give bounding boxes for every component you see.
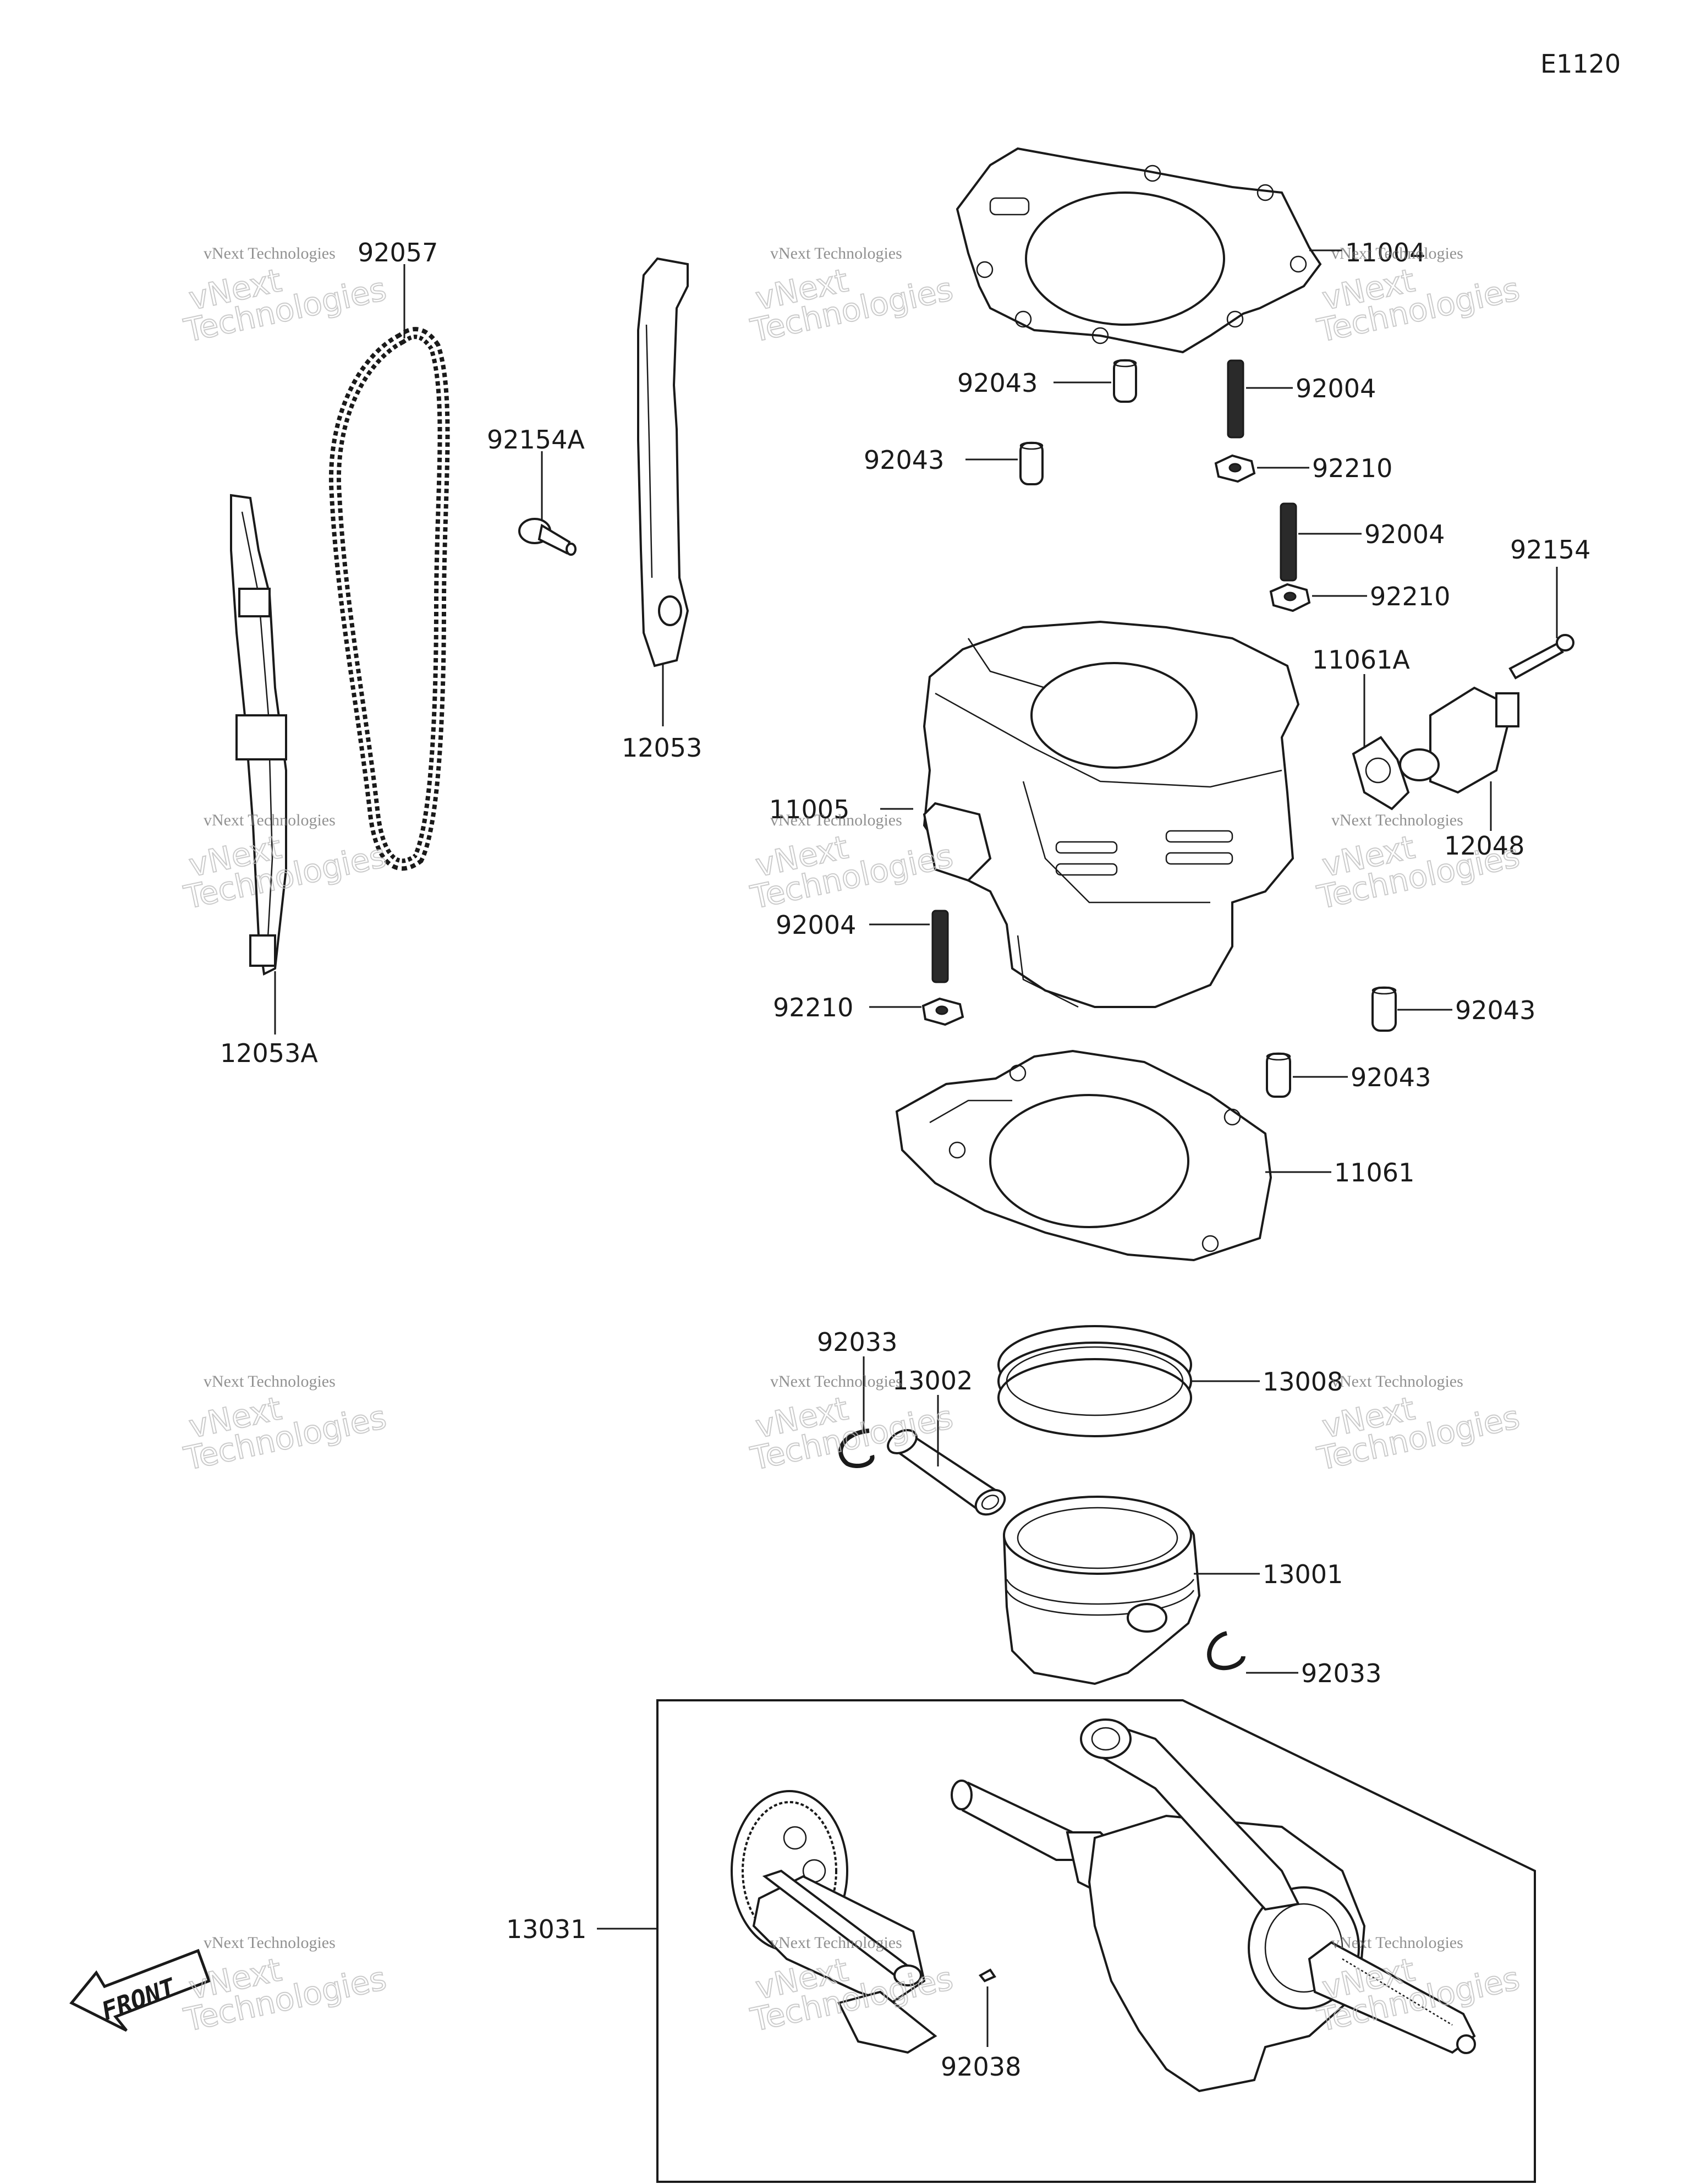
chain-guide-left-drawing <box>230 494 287 976</box>
balancer-shaft-drawing <box>731 1790 937 2054</box>
watermark-text: vNext Technologies <box>204 1934 336 1952</box>
cylinder-block-drawing <box>923 620 1300 1008</box>
base-gasket-drawing <box>895 1049 1272 1262</box>
part-label-13008[interactable]: 13008 <box>1263 1367 1343 1397</box>
part-label-92210-c[interactable]: 92210 <box>773 993 853 1022</box>
part-label-13002[interactable]: 13002 <box>892 1366 973 1395</box>
nut-top-1-drawing <box>1214 454 1256 483</box>
part-label-92004-b[interactable]: 92004 <box>1364 519 1445 549</box>
piston-rings-drawing <box>997 1325 1192 1437</box>
head-gasket-drawing <box>956 147 1322 354</box>
watermark-text: vNext Technologies <box>1331 811 1463 829</box>
crankshaft-drawing <box>951 1718 1476 2093</box>
part-label-92033-a[interactable]: 92033 <box>817 1327 897 1357</box>
watermark-text: vNext Technologies <box>204 811 336 829</box>
chain-guide-12053-drawing <box>637 257 689 667</box>
tensioner-gasket-drawing <box>1352 736 1410 811</box>
tensioner-bolt-drawing <box>1508 634 1574 680</box>
dowel-bottom-2-drawing <box>1266 1052 1291 1098</box>
part-label-92043-b[interactable]: 92043 <box>864 445 944 475</box>
nut-top-2-drawing <box>1269 583 1311 612</box>
watermark-text: vNext Technologies <box>1331 244 1463 262</box>
watermark-text: vNext Technologies <box>204 1372 336 1391</box>
nut-bottom-drawing <box>921 997 964 1026</box>
watermark-text: vNext Technologies <box>1331 1934 1463 1952</box>
part-label-12048[interactable]: 12048 <box>1444 831 1524 861</box>
part-label-13001[interactable]: 13001 <box>1263 1559 1343 1589</box>
part-label-12053a[interactable]: 12053A <box>220 1038 318 1068</box>
part-label-13031[interactable]: 13031 <box>506 1914 586 1944</box>
part-label-92210-b[interactable]: 92210 <box>1370 582 1450 611</box>
key-92038-drawing <box>978 1968 996 1983</box>
part-label-11061a[interactable]: 11061A <box>1312 645 1410 675</box>
part-label-92004-c[interactable]: 92004 <box>776 910 856 940</box>
tensioner-drawing <box>1399 686 1519 794</box>
stud-top-2-drawing <box>1280 502 1297 582</box>
part-label-92057[interactable]: 92057 <box>358 238 438 267</box>
diagram-code: E1120 <box>1540 49 1621 79</box>
part-label-92038[interactable]: 92038 <box>941 2052 1021 2082</box>
stud-bottom-drawing <box>931 910 949 983</box>
circlip-right-drawing <box>1207 1631 1245 1671</box>
part-label-11004[interactable]: 11004 <box>1345 238 1425 267</box>
part-label-92043-a[interactable]: 92043 <box>957 368 1038 398</box>
timing-chain-drawing <box>328 327 450 871</box>
watermark-text: vNext Technologies <box>1331 1372 1463 1391</box>
stud-top-1-drawing <box>1227 359 1244 439</box>
watermarks: vNext Technologies vNext Technologies vN… <box>180 244 1523 2039</box>
dowel-top-2-drawing <box>1019 441 1044 485</box>
watermark-text: vNext Technologies <box>770 244 902 262</box>
part-label-92004-a[interactable]: 92004 <box>1296 374 1376 403</box>
part-labels: 92057 92154A 12053 11004 92043 92004 920… <box>220 238 1590 2082</box>
watermark-text: vNext Technologies <box>770 811 902 829</box>
watermark-text: vNext Technologies <box>204 244 336 262</box>
bolt-92154a-drawing <box>518 518 577 556</box>
leader-lines <box>274 249 1558 2047</box>
piston-drawing <box>1002 1496 1201 1685</box>
watermark-text: vNext Technologies <box>770 1372 902 1391</box>
circlip-left-drawing <box>838 1428 875 1468</box>
piston-pin-drawing <box>887 1429 1006 1516</box>
part-label-92154a[interactable]: 92154A <box>487 425 585 455</box>
part-label-92154[interactable]: 92154 <box>1510 535 1590 565</box>
part-label-92043-d[interactable]: 92043 <box>1351 1063 1431 1092</box>
part-label-11061[interactable]: 11061 <box>1334 1158 1414 1187</box>
part-label-92033-b[interactable]: 92033 <box>1301 1658 1381 1688</box>
crankshaft-assembly-box <box>656 1699 1536 2183</box>
dowel-bottom-1-drawing <box>1371 986 1397 1032</box>
watermark-text: vNext Technologies <box>770 1934 902 1952</box>
part-label-92210-a[interactable]: 92210 <box>1312 453 1392 483</box>
dowel-top-1-drawing <box>1113 359 1137 403</box>
part-label-12053[interactable]: 12053 <box>622 733 702 763</box>
part-label-92043-c[interactable]: 92043 <box>1455 995 1535 1025</box>
part-label-11005[interactable]: 11005 <box>769 795 849 824</box>
